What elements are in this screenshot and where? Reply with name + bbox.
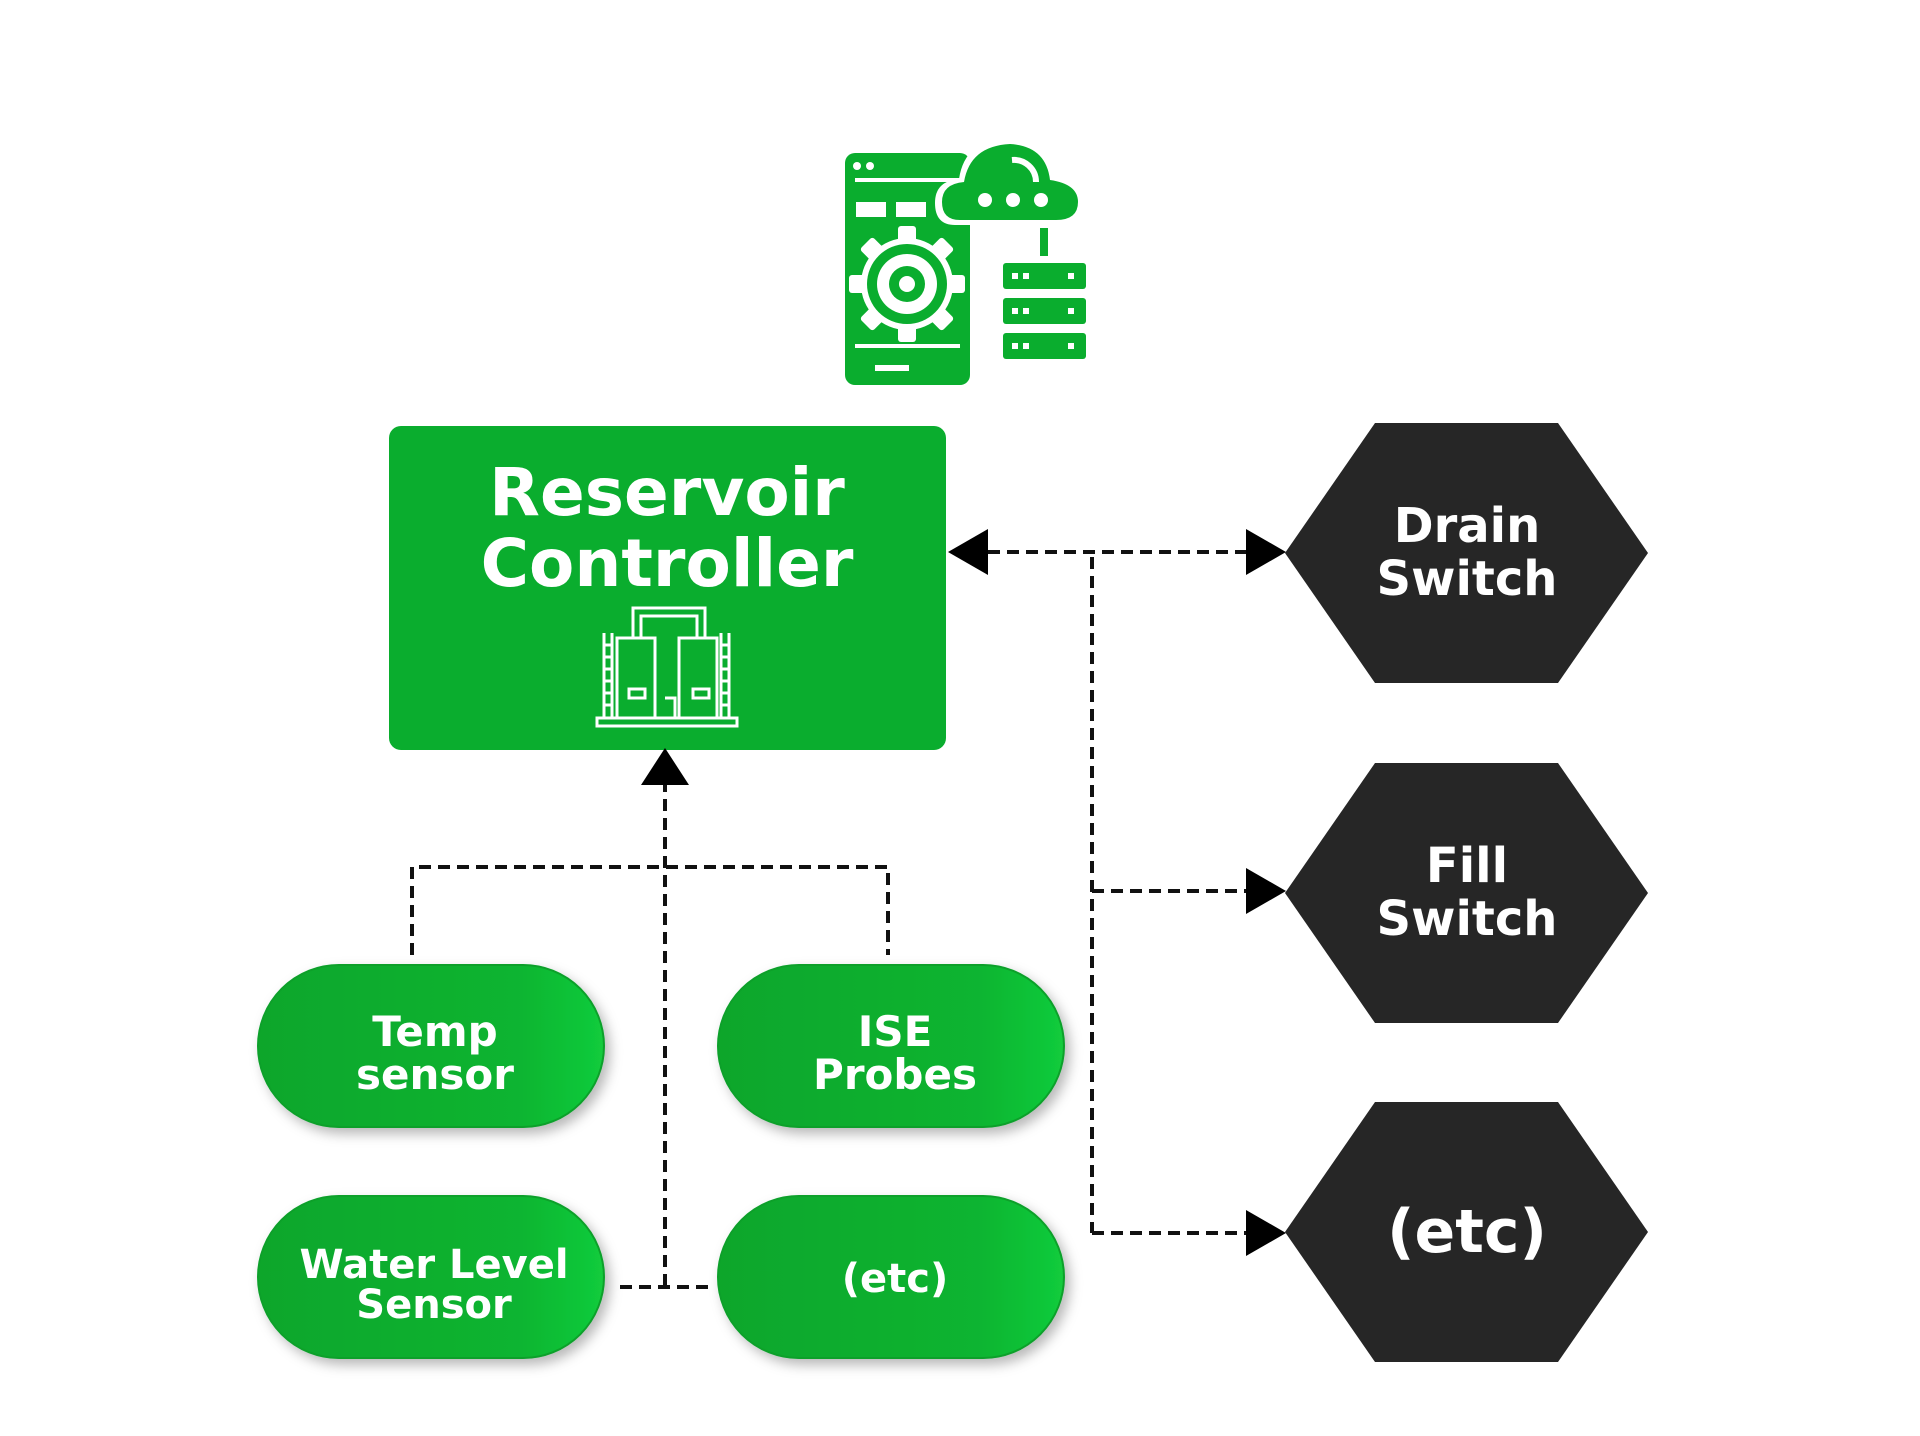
sensor-water-level: Water Level Sensor [257, 1195, 605, 1359]
switch-etc: (etc) [1285, 1102, 1648, 1362]
sensor-ise-line2: Probes [813, 1050, 977, 1099]
water-tanks-icon [595, 606, 739, 728]
switch-drain-line1: Drain [1394, 498, 1541, 554]
sensor-bus-line [410, 865, 890, 955]
arrow-up-to-controller [641, 748, 689, 785]
sensor-temp-line2: sensor [356, 1050, 514, 1099]
switch-etc-label: (etc) [1387, 1197, 1547, 1267]
switch-drain-line2: Switch [1377, 551, 1558, 607]
arrowheads [641, 529, 1286, 1256]
arrow-right-to-fill [1246, 868, 1286, 914]
switch-fill-line2: Switch [1377, 891, 1558, 947]
controller-title-line2: Controller [481, 525, 854, 602]
sensor-water-level-line2: Sensor [356, 1282, 512, 1328]
mobile-cloud-server-icon [845, 137, 1086, 385]
arrow-right-to-drain [1246, 529, 1286, 575]
controller-title-line1: Reservoir [489, 454, 845, 531]
connector-lines [410, 550, 1250, 1289]
sensor-ise-line1: ISE [858, 1007, 933, 1056]
sensor-temp: Temp sensor [257, 964, 605, 1128]
sensor-temp-line1: Temp [372, 1007, 497, 1056]
switch-drain: Drain Switch [1285, 423, 1648, 683]
arrow-right-to-etc [1246, 1210, 1286, 1256]
arrow-left-to-controller [948, 529, 988, 575]
sensor-ise-probes: ISE Probes [717, 964, 1065, 1128]
sensor-etc: (etc) [717, 1195, 1065, 1359]
switch-fill-line1: Fill [1426, 838, 1508, 894]
controller-background [389, 426, 946, 750]
switch-fill: Fill Switch [1285, 763, 1648, 1023]
reservoir-controller-box: Reservoir Controller [389, 426, 946, 750]
sensor-water-level-line1: Water Level [299, 1242, 568, 1288]
sensor-etc-label: (etc) [842, 1256, 949, 1302]
